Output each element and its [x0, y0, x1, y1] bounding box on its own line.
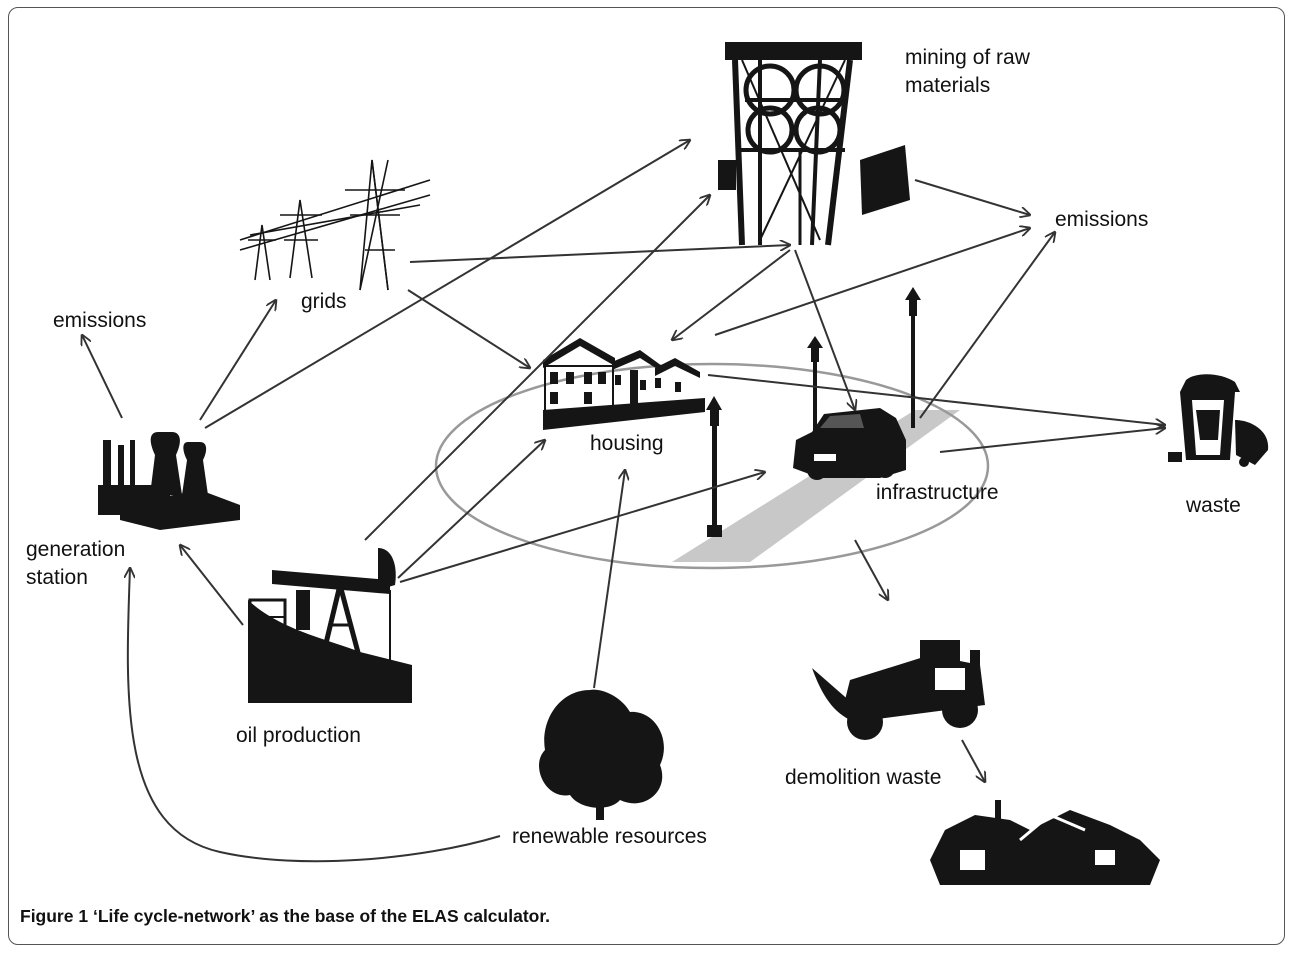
car-icon: [793, 408, 906, 480]
waste-bin-icon: [1168, 374, 1269, 467]
label-waste: waste: [1186, 494, 1241, 517]
label-housing: housing: [590, 432, 664, 455]
arrow-renewable-to-housing: [593, 470, 625, 689]
label-renewable-resources: renewable resources: [512, 825, 707, 848]
arrow-infrastructure-to-emissions: [919, 232, 1055, 419]
street-lamp-icon: [706, 287, 921, 537]
arrow-infrastructure-to-demolition: [854, 539, 888, 600]
arrow-grids-to-mining: [409, 245, 790, 263]
demolition-machine-icon: [812, 640, 985, 740]
arrow-oil-to-infrastructure: [399, 472, 765, 583]
settlement-ellipse: [434, 362, 990, 570]
label-oil-production: oil production: [236, 724, 361, 747]
arrow-renewable-to-station: [128, 568, 501, 863]
arrow-mining-to-car: [794, 249, 855, 410]
arrow-mining-to-housing: [672, 249, 791, 340]
tree-icon: [539, 689, 664, 820]
arrow-oil-to-housing: [397, 440, 545, 579]
figure-caption: Figure 1 ‘Life cycle-network’ as the bas…: [20, 906, 550, 927]
arrow-station-to-grids: [199, 300, 276, 421]
housing-row-icon: [543, 338, 705, 430]
arrow-housing-to-waste: [707, 374, 1165, 425]
oil-pump-jack-icon: [248, 548, 412, 703]
label-emissions-right: emissions: [1055, 208, 1149, 231]
arrow-station-to-emissions: [82, 335, 123, 419]
mining-headframe-icon: [718, 42, 910, 246]
arrow-oil-to-station: [180, 545, 244, 626]
power-station-icon: [98, 432, 240, 530]
arrow-infrastructure-to-waste: [939, 428, 1165, 453]
label-infrastructure: infrastructure: [876, 481, 999, 504]
arrow-station-to-mining: [204, 140, 690, 429]
arrow-oil-to-mining: [364, 195, 710, 541]
flow-arrows: [82, 140, 1165, 863]
arrow-demolition-to-debris: [961, 739, 985, 782]
label-generation-station: generation station: [26, 538, 126, 589]
arrow-housing-to-emissions: [714, 228, 1030, 336]
label-mining: mining of raw materials: [905, 46, 1030, 97]
label-demolition-waste: demolition waste: [785, 766, 942, 789]
power-grid-pylon-icon: [239, 159, 431, 291]
caption-prefix: Figure 1: [20, 906, 89, 926]
figure-frame: [8, 7, 1285, 945]
caption-text: ‘Life cycle-network’ as the base of the …: [92, 906, 551, 926]
label-grids: grids: [301, 290, 347, 313]
arrow-grids-to-housing: [407, 289, 530, 368]
label-emissions-left: emissions: [53, 309, 147, 332]
arrow-mining-to-emissions: [914, 179, 1030, 215]
debris-pile-icon: [930, 800, 1160, 885]
